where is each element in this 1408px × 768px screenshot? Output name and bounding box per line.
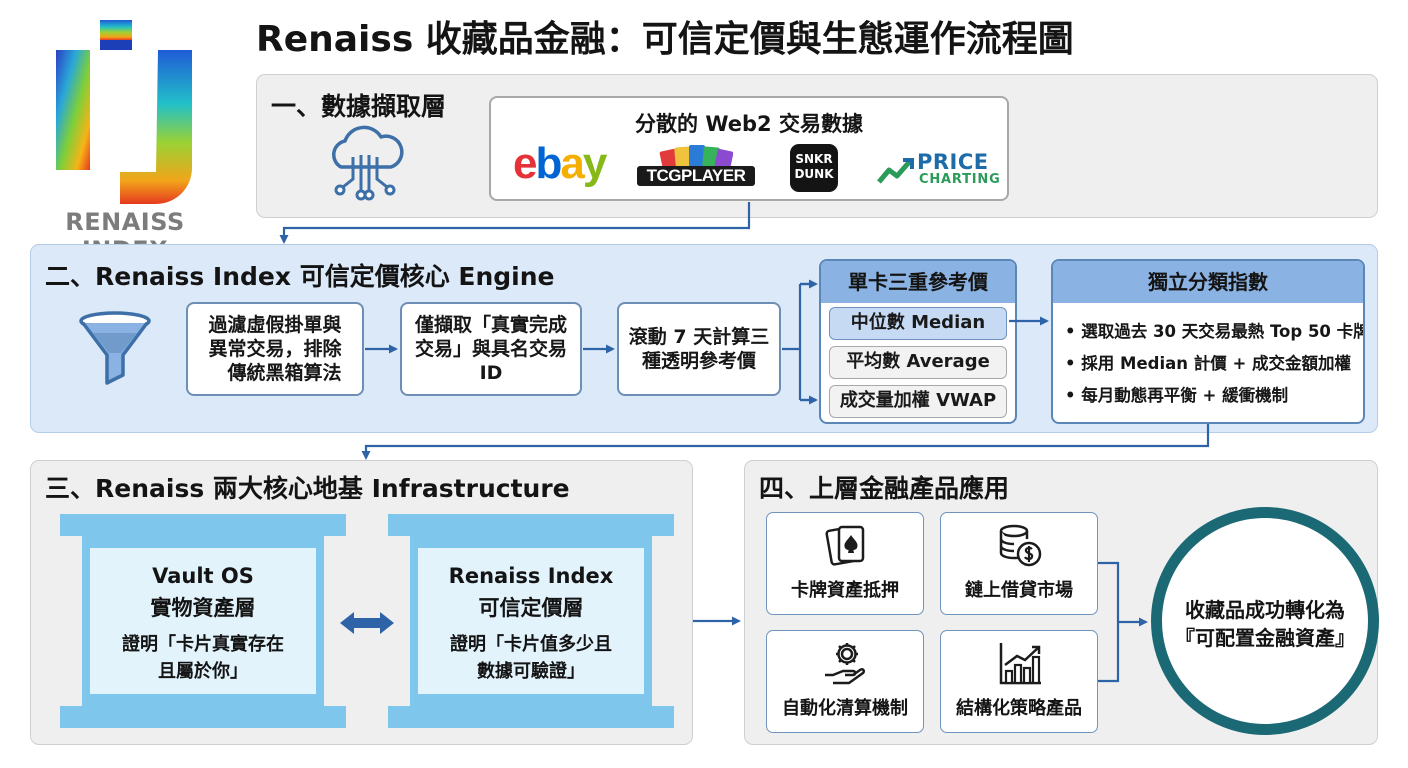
section-title: 三、Renaiss 兩大核心地基 Infrastructure <box>45 474 570 503</box>
pillar-desc: 且屬於你」 <box>158 661 248 682</box>
ref-price-average: 平均數 Average <box>829 346 1007 379</box>
pillar-subtitle: 可信定價層 <box>478 596 584 620</box>
bar-chart-icon <box>999 643 1041 685</box>
engine-step-rolling: 滾動 7 天計算三種透明參考價 <box>617 302 781 396</box>
gear-hand-icon <box>825 643 866 685</box>
pricecharting-word-charting: CHARTING <box>919 172 1001 187</box>
tcgplayer-wordmark: TCGPLAYER <box>637 166 755 186</box>
page-title: Renaiss 收藏品金融：可信定價與生態運作流程圖 <box>256 19 1074 60</box>
bidirectional-arrow-icon <box>340 612 394 634</box>
pillar-vault-os: Vault OS 實物資產層 證明「卡片真實存在 且屬於你」 <box>60 514 346 728</box>
ref-price-vwap: 成交量加權 VWAP <box>829 385 1007 418</box>
pillar-title: Vault OS <box>152 564 254 588</box>
product-structured-strategy: 結構化策略產品 <box>940 630 1098 733</box>
pricecharting-chart-icon <box>877 158 914 184</box>
category-index-group: 獨立分類指數 • 選取過去 30 天交易最熱 Top 50 卡牌 • 採用 Me… <box>1051 259 1365 424</box>
product-label: 自動化清算機制 <box>782 698 908 719</box>
pillar-desc: 證明「卡片真實存在 <box>122 634 284 655</box>
pillar-desc: 證明「卡片值多少且 <box>450 634 612 655</box>
ref-price-median: 中位數 Median <box>829 307 1007 340</box>
pillar-desc: 數據可驗證」 <box>477 661 585 682</box>
ebay-logo: ebay <box>513 139 607 188</box>
cloud-network-icon <box>332 125 404 201</box>
coins-icon <box>999 524 1042 567</box>
section-title: 四、上層金融產品應用 <box>759 474 1010 503</box>
tcgplayer-logo: TCGPLAYER <box>637 144 755 188</box>
product-lending-market: 鏈上借貸市場 <box>940 512 1098 615</box>
index-rule: • 每月動態再平衡 + 緩衝機制 <box>1065 386 1289 405</box>
funnel-icon <box>79 311 151 385</box>
category-index-title: 獨立分類指數 <box>1053 261 1363 303</box>
section-title: 一、數據擷取層 <box>271 92 447 121</box>
sources-title: 分散的 Web2 交易數據 <box>635 112 863 136</box>
product-label: 結構化策略產品 <box>956 698 1082 719</box>
pricecharting-word-price: PRICE <box>917 150 989 174</box>
index-rule: • 選取過去 30 天交易最熱 Top 50 卡牌 <box>1065 322 1365 341</box>
engine-step-capture: 僅擷取「真實完成交易」與具名交易 ID <box>400 302 582 396</box>
tcg-cards-icon <box>659 145 733 168</box>
pillar-subtitle: 實物資產層 <box>150 596 256 620</box>
product-label: 鏈上借貸市場 <box>965 580 1073 601</box>
product-label: 卡牌資產抵押 <box>791 580 899 601</box>
pillar-renaiss-index: Renaiss Index 可信定價層 證明「卡片值多少且 數據可驗證」 <box>388 514 674 728</box>
product-card-collateral: 卡牌資產抵押 <box>766 512 924 615</box>
pricecharting-logo: PRICE CHARTING <box>877 150 1000 190</box>
result-text: 收藏品成功轉化為 『可配置金融資產』 <box>1175 598 1355 650</box>
reference-price-title: 單卡三重參考價 <box>821 261 1015 303</box>
product-auto-liquidation: 自動化清算機制 <box>766 630 924 733</box>
result-circle: 收藏品成功轉化為 『可配置金融資產』 <box>1151 507 1379 735</box>
reference-price-group: 單卡三重參考價 中位數 Median 平均數 Average 成交量加權 VWA… <box>819 259 1017 424</box>
section-title: 二、Renaiss Index 可信定價核心 Engine <box>45 262 555 291</box>
cards-icon <box>825 525 865 566</box>
pillar-title: Renaiss Index <box>448 564 614 588</box>
index-rule: • 採用 Median 計價 + 成交金額加權 <box>1065 354 1352 373</box>
renaiss-logo-mark <box>56 20 192 204</box>
engine-step-filter: 過濾虛假掛單與異常交易，排除傳統黑箱算法 <box>186 302 364 396</box>
